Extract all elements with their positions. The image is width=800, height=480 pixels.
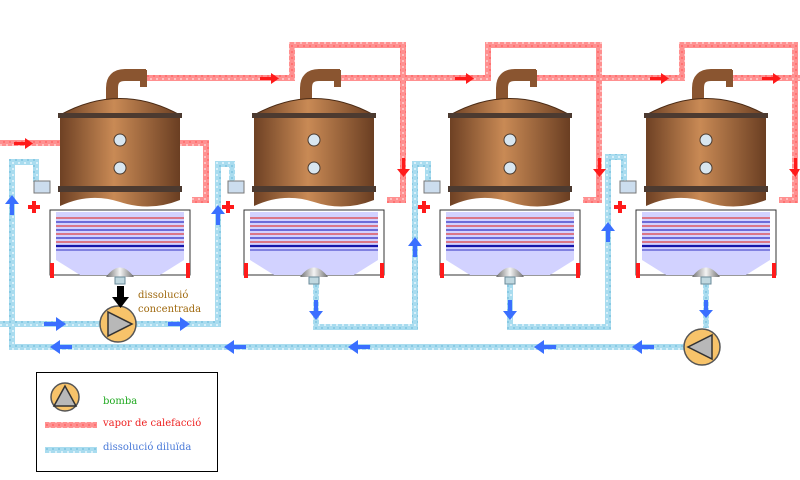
solution-line-1-2 xyxy=(136,161,235,327)
valve-icon xyxy=(28,201,40,213)
drain-icon xyxy=(50,263,190,278)
flow-arrow-icon xyxy=(5,195,713,354)
concentrated-solution-label: dissolució concentrada xyxy=(138,289,201,317)
flow-arrow-icon xyxy=(112,286,129,308)
valve-icon xyxy=(418,201,430,213)
evaporator-1 xyxy=(28,69,191,285)
valve-icon xyxy=(222,201,234,213)
legend-pump-label: bomba xyxy=(103,396,138,407)
drain-icon xyxy=(244,263,384,278)
legend-steam-label: vapor de calefacció xyxy=(103,418,202,429)
legend-steam-swatch xyxy=(45,422,97,428)
evaporator-3 xyxy=(418,69,581,285)
evaporator-4 xyxy=(614,69,777,285)
legend-solution-label: dissolució diluïda xyxy=(103,442,192,453)
drain-icon xyxy=(636,263,776,278)
drain-icon xyxy=(440,263,580,278)
concentrated-solution-label-line2: concentrada xyxy=(138,304,202,315)
pump-icon xyxy=(50,382,80,412)
pump-icon[interactable] xyxy=(683,328,721,366)
evaporator-2 xyxy=(222,69,385,285)
valve-icon xyxy=(614,201,626,213)
concentrated-solution-label-line1: dissolució xyxy=(138,290,189,301)
legend-solution-swatch xyxy=(45,447,97,453)
legend-swatches xyxy=(45,382,97,453)
legend: bomba vapor de calefacció dissolució dil… xyxy=(36,372,218,472)
flow-arrow-icon xyxy=(14,73,800,177)
pump-icon[interactable] xyxy=(99,305,137,343)
